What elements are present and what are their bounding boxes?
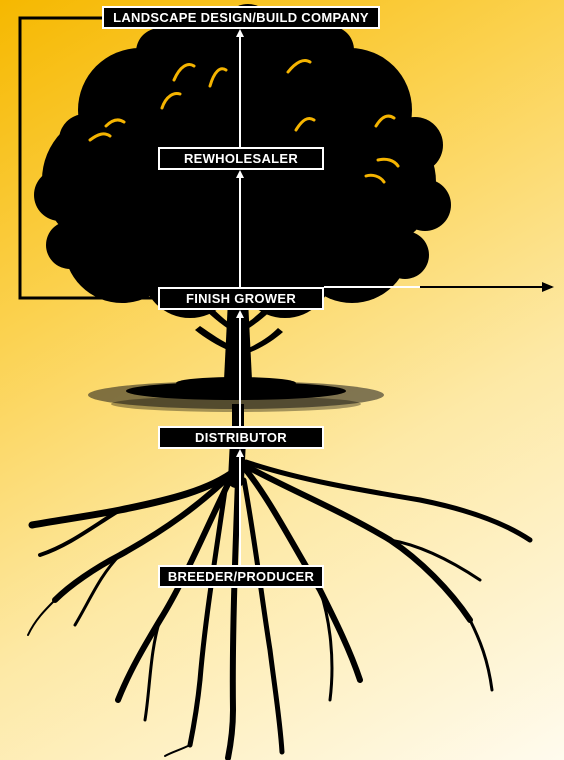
stage-breeder-producer: BREEDER/PRODUCER	[158, 565, 324, 588]
roots	[27, 432, 533, 760]
bypass-connector	[18, 16, 158, 300]
stage-distributor: DISTRIBUTOR	[158, 426, 324, 449]
leaf-highlights	[88, 58, 400, 184]
stage-landscape-company: LANDSCAPE DESIGN/BUILD COMPANY	[102, 6, 380, 29]
stage-finish-grower: FINISH GROWER	[158, 287, 324, 310]
stage-rewholesaler: REWHOLESALER	[158, 147, 324, 170]
